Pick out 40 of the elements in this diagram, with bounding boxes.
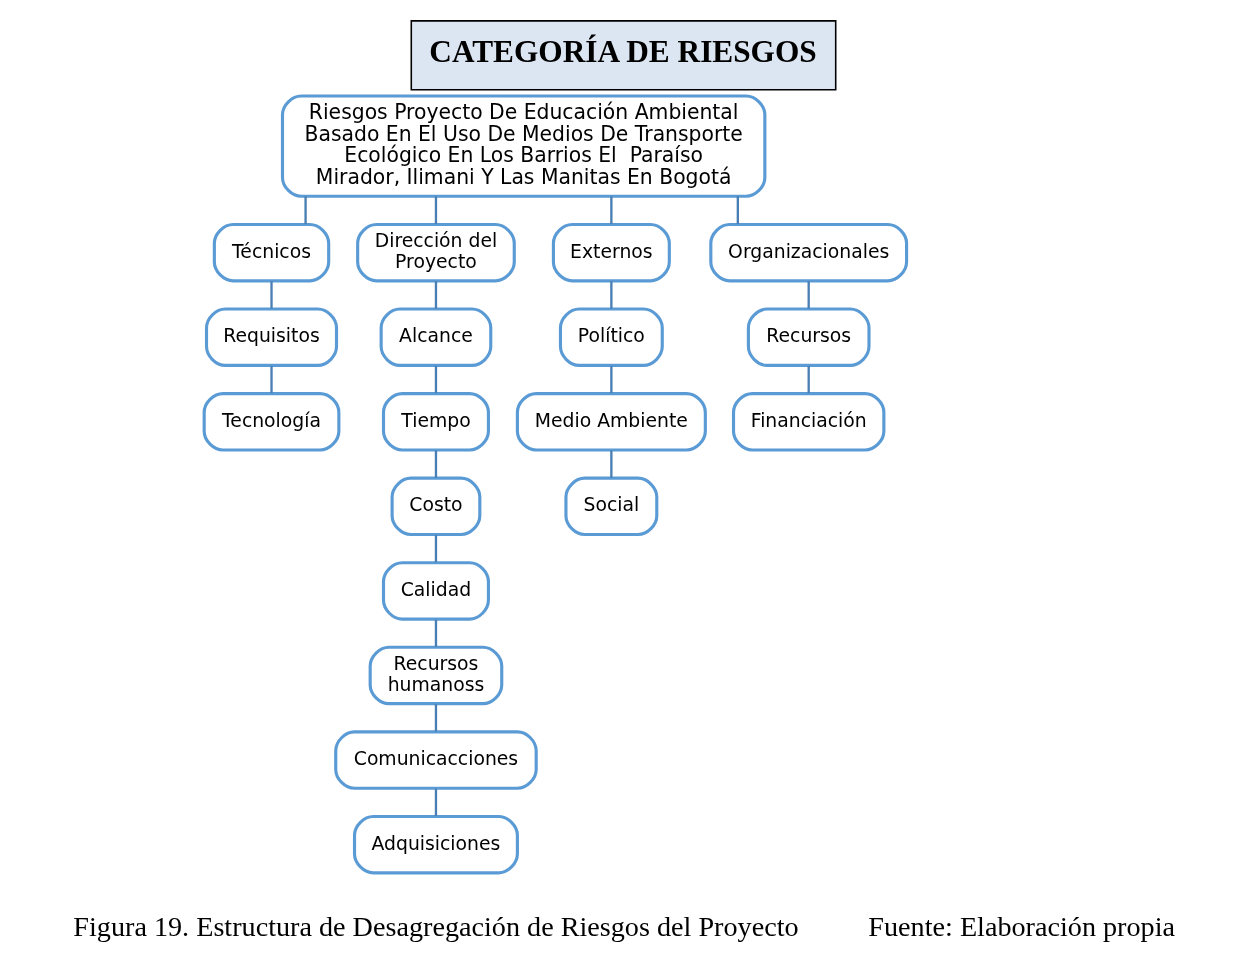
diagram-title: CATEGORÍA DE RIESGOS xyxy=(428,33,817,69)
node-box: Comunicacciones xyxy=(333,730,538,790)
node-box: Calidad xyxy=(381,561,490,621)
connector xyxy=(434,281,437,309)
node-box: Financiación xyxy=(731,392,885,452)
connector xyxy=(434,365,437,394)
connector xyxy=(434,619,437,647)
node-box: Técnicos xyxy=(212,222,330,283)
node-box: Medio Ambiente xyxy=(515,392,707,452)
node-box: Social xyxy=(563,476,658,537)
connector xyxy=(434,535,437,563)
connector xyxy=(434,450,437,478)
connector xyxy=(434,788,437,817)
connector xyxy=(609,450,613,478)
connector xyxy=(269,281,273,309)
node-box: Recursos xyxy=(746,307,871,367)
label: Fuente: Elaboración propia xyxy=(867,911,1175,943)
node-box: Tecnología xyxy=(202,392,340,452)
connector xyxy=(269,365,273,394)
node-box: Adquisiciones xyxy=(352,814,519,875)
node-box: Riesgos Proyecto De Educación Ambiental Basado En El Uso De Medios De Transporte Ecológico En Los Barrios El Paraíso Mirador, Ilimani Y Las Manitas En Bogotá xyxy=(280,94,766,198)
node-box: Tiempo xyxy=(381,392,490,452)
caption: Figura 19. Estructura de Desagregación de Riesgos del Proyecto xyxy=(72,911,799,943)
node-box: Político xyxy=(558,307,664,367)
node-box: Costo xyxy=(390,476,481,537)
node-box: Externos xyxy=(551,222,671,283)
node-box: Organizacionales xyxy=(708,222,908,283)
connector xyxy=(609,196,613,224)
node-box: Recursos humanoss xyxy=(368,645,503,706)
connector xyxy=(807,281,810,309)
connector xyxy=(434,196,437,224)
node-box: Dirección del Proyecto xyxy=(355,222,516,283)
connector xyxy=(609,365,613,394)
connector xyxy=(609,281,613,309)
connector xyxy=(807,365,810,394)
node-box: Alcance xyxy=(379,307,492,367)
connector xyxy=(303,196,307,224)
node-box: Requisitos xyxy=(204,307,338,367)
connector xyxy=(434,704,437,732)
connector xyxy=(736,196,739,224)
